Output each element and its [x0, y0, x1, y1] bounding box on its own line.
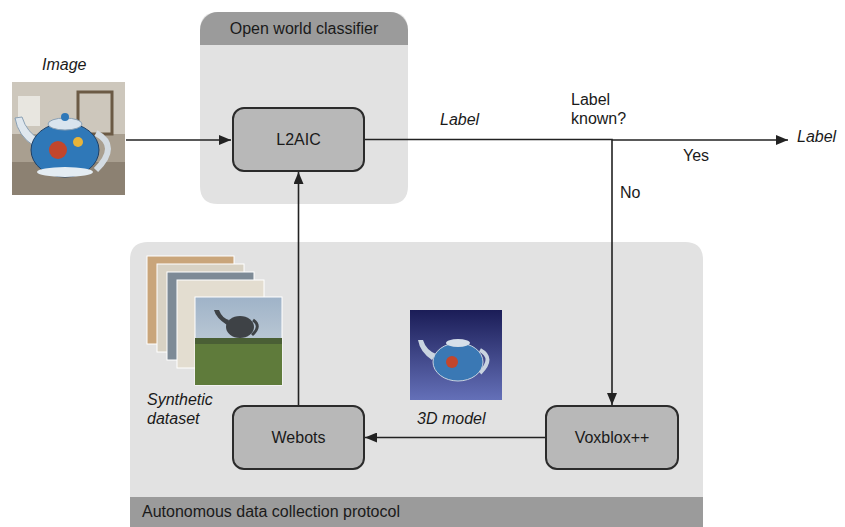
render-teapot: [433, 343, 483, 381]
dataset-grass: [195, 343, 282, 385]
group-panel: Autonomous data collection protocol Webot…: [130, 242, 703, 527]
dataset-card: [195, 297, 282, 385]
panel-ground: [200, 12, 408, 204]
teapot-knob: [61, 113, 69, 121]
panel-ground: [130, 242, 703, 527]
dataset-teapot: [214, 310, 229, 325]
dataset-teapot: [252, 320, 257, 335]
process-box: L2AIC: [232, 107, 365, 172]
annotation-label: Yes: [683, 146, 709, 165]
annotation-label: Synthetic dataset: [147, 390, 242, 428]
dataset-trees: [195, 338, 282, 344]
annotation-label: Label: [440, 110, 479, 129]
synthetic-dataset-stack: [147, 256, 282, 385]
input-arrow: [126, 139, 231, 141]
annotation-label: Label known?: [571, 90, 643, 128]
group-panel: Open world classifierL2AIC: [200, 12, 408, 204]
dataset-teapot: [226, 316, 254, 338]
box-label: Webots: [272, 428, 326, 447]
3d-model-render: [410, 310, 502, 400]
photo-wall: [12, 82, 125, 134]
panel-backgrounds: [130, 12, 703, 527]
output-arrow: [612, 139, 788, 141]
panel-header: Autonomous data collection protocol: [130, 497, 703, 527]
teapot-pattern: [49, 141, 67, 159]
teapot-body: [31, 123, 99, 177]
teapot-photo: [12, 82, 125, 195]
panel-title: Autonomous data collection protocol: [142, 502, 400, 521]
process-box: Voxblox++: [545, 405, 679, 470]
photo-ground: [12, 82, 125, 195]
annotation-label: Label: [797, 127, 836, 146]
teapot-base: [37, 167, 93, 177]
flow-arrow: [365, 437, 545, 439]
box-label: Voxblox++: [575, 428, 650, 447]
render-teapot: [446, 339, 470, 347]
teapot-pattern: [73, 137, 83, 147]
render-teapot: [446, 356, 458, 368]
panel-title: Open world classifier: [230, 19, 379, 38]
box-label: L2AIC: [276, 130, 320, 149]
render-ground: [410, 310, 502, 400]
annotation-label: Image: [42, 55, 86, 74]
panel-header: Open world classifier: [200, 12, 408, 45]
annotation-label: 3D model: [417, 409, 485, 428]
flow-arrow: [298, 172, 300, 405]
process-box: Webots: [232, 405, 365, 470]
flow-arrow: [365, 140, 612, 406]
edge-label: No: [618, 183, 642, 202]
